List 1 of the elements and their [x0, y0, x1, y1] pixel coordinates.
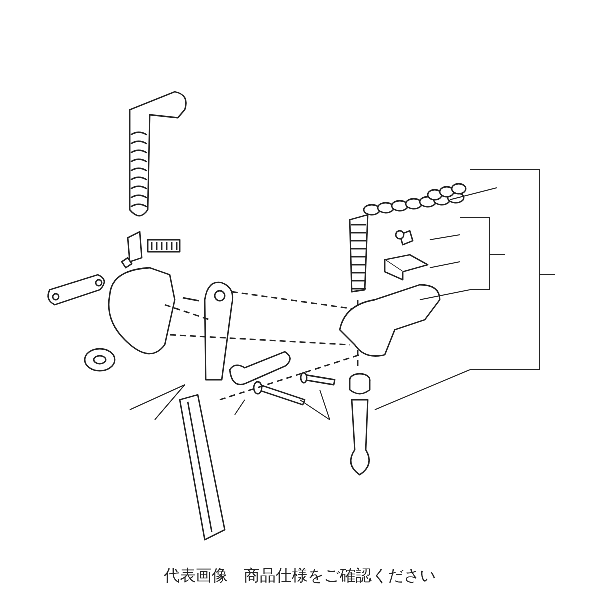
caption: 代表画像 商品仕様をご確認ください [164, 566, 436, 587]
